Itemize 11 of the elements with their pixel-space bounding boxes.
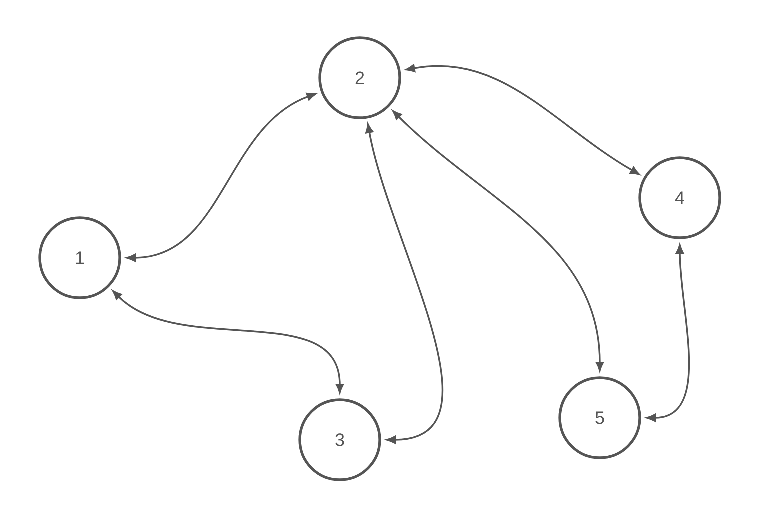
circle-node: 2 [318,36,402,120]
circle-node: 1 [38,216,122,300]
arrow [406,64,640,176]
circle-node: 5 [558,376,642,460]
arrow [112,290,344,394]
arrow [646,244,690,422]
arrow [366,124,444,444]
circle-node: 4 [638,156,722,240]
circle-node: 3 [298,398,382,482]
arrow [392,110,604,372]
arrow [126,93,316,262]
